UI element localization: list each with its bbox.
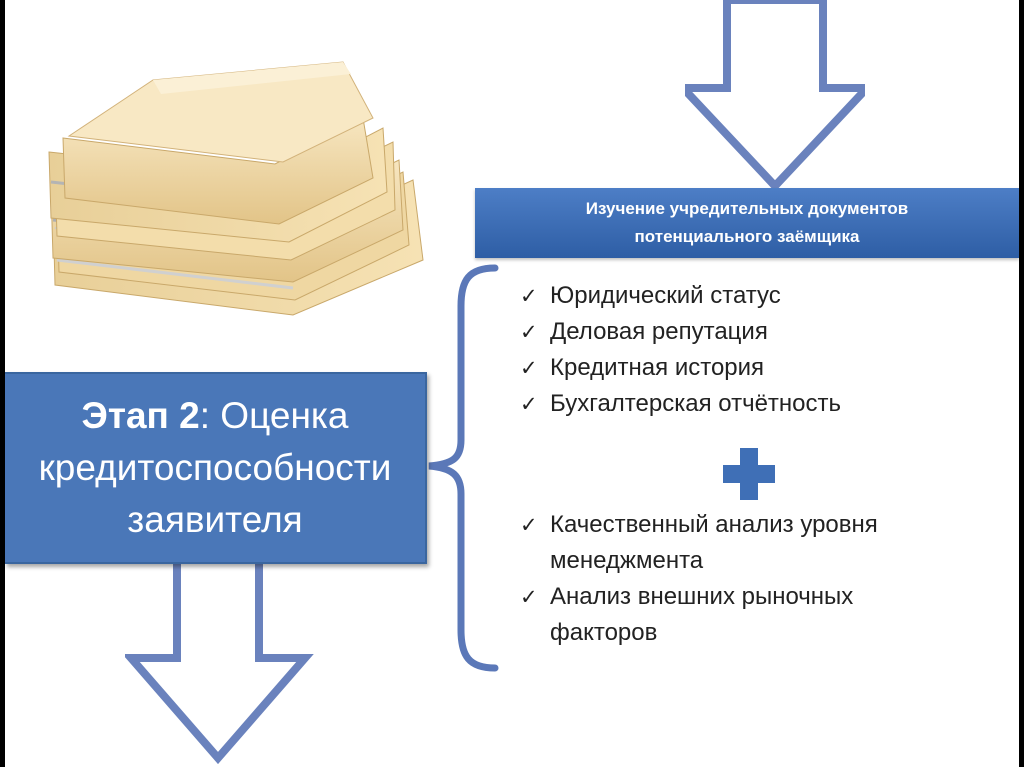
check-icon: ✓ [520, 507, 550, 579]
list-item: ✓ Юридический статус [520, 278, 841, 314]
topic-bar-line2: потенциального заёмщика [475, 223, 1019, 251]
check-icon: ✓ [520, 314, 550, 350]
stage-line3: заявителя [5, 494, 425, 546]
down-arrow-top-icon [685, 0, 865, 195]
list-item: ✓ Кредитная история [520, 350, 841, 386]
checklist-bottom: ✓ Качественный анализ уровня менеджмента… [520, 507, 878, 651]
check-icon: ✓ [520, 350, 550, 386]
check-icon: ✓ [520, 386, 550, 422]
slide: Изучение учредительных документов потенц… [5, 0, 1019, 767]
list-item: ✓ Качественный анализ уровня менеджмента [520, 507, 878, 579]
topic-bar-line1: Изучение учредительных документов [475, 195, 1019, 223]
stage-label: Этап 2 [82, 395, 200, 436]
stack-of-folders-icon [43, 60, 433, 322]
list-item: ✓ Бухгалтерская отчётность [520, 386, 841, 422]
stage-title: Этап 2: Оценка [5, 390, 425, 442]
checklist-top: ✓ Юридический статус ✓ Деловая репутация… [520, 278, 841, 422]
plus-icon [719, 444, 779, 504]
check-icon: ✓ [520, 579, 550, 651]
topic-bar: Изучение учредительных документов потенц… [475, 188, 1019, 258]
stage-line2: кредитоспособности [5, 442, 425, 494]
list-item: ✓ Анализ внешних рыночных факторов [520, 579, 878, 651]
down-arrow-bottom-icon [125, 560, 315, 767]
stage-label-rest: : Оценка [200, 395, 349, 436]
check-icon: ✓ [520, 278, 550, 314]
curly-brace-icon [417, 262, 507, 674]
list-item: ✓ Деловая репутация [520, 314, 841, 350]
stage-box: Этап 2: Оценка кредитоспособности заявит… [5, 372, 427, 564]
